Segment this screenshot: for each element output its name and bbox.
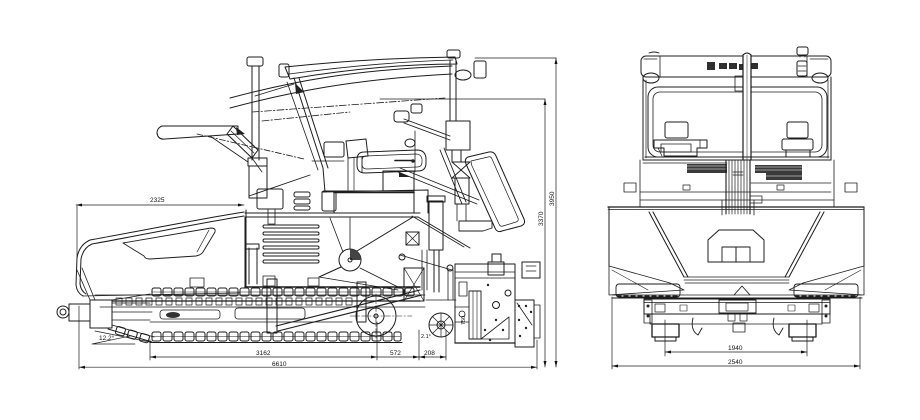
svg-text:2325: 2325: [150, 197, 165, 204]
svg-text:2540: 2540: [728, 359, 743, 366]
svg-text:3370: 3370: [538, 211, 545, 226]
svg-text:6610: 6610: [272, 361, 287, 368]
svg-text:572: 572: [390, 350, 401, 357]
svg-text:2.1°: 2.1°: [421, 334, 431, 340]
svg-text:3162: 3162: [256, 350, 271, 357]
svg-text:750: 750: [461, 316, 467, 325]
svg-text:12.2°: 12.2°: [99, 334, 115, 342]
svg-text:208: 208: [424, 350, 435, 357]
svg-text:3950: 3950: [549, 191, 556, 206]
svg-text:1940: 1940: [728, 345, 743, 352]
